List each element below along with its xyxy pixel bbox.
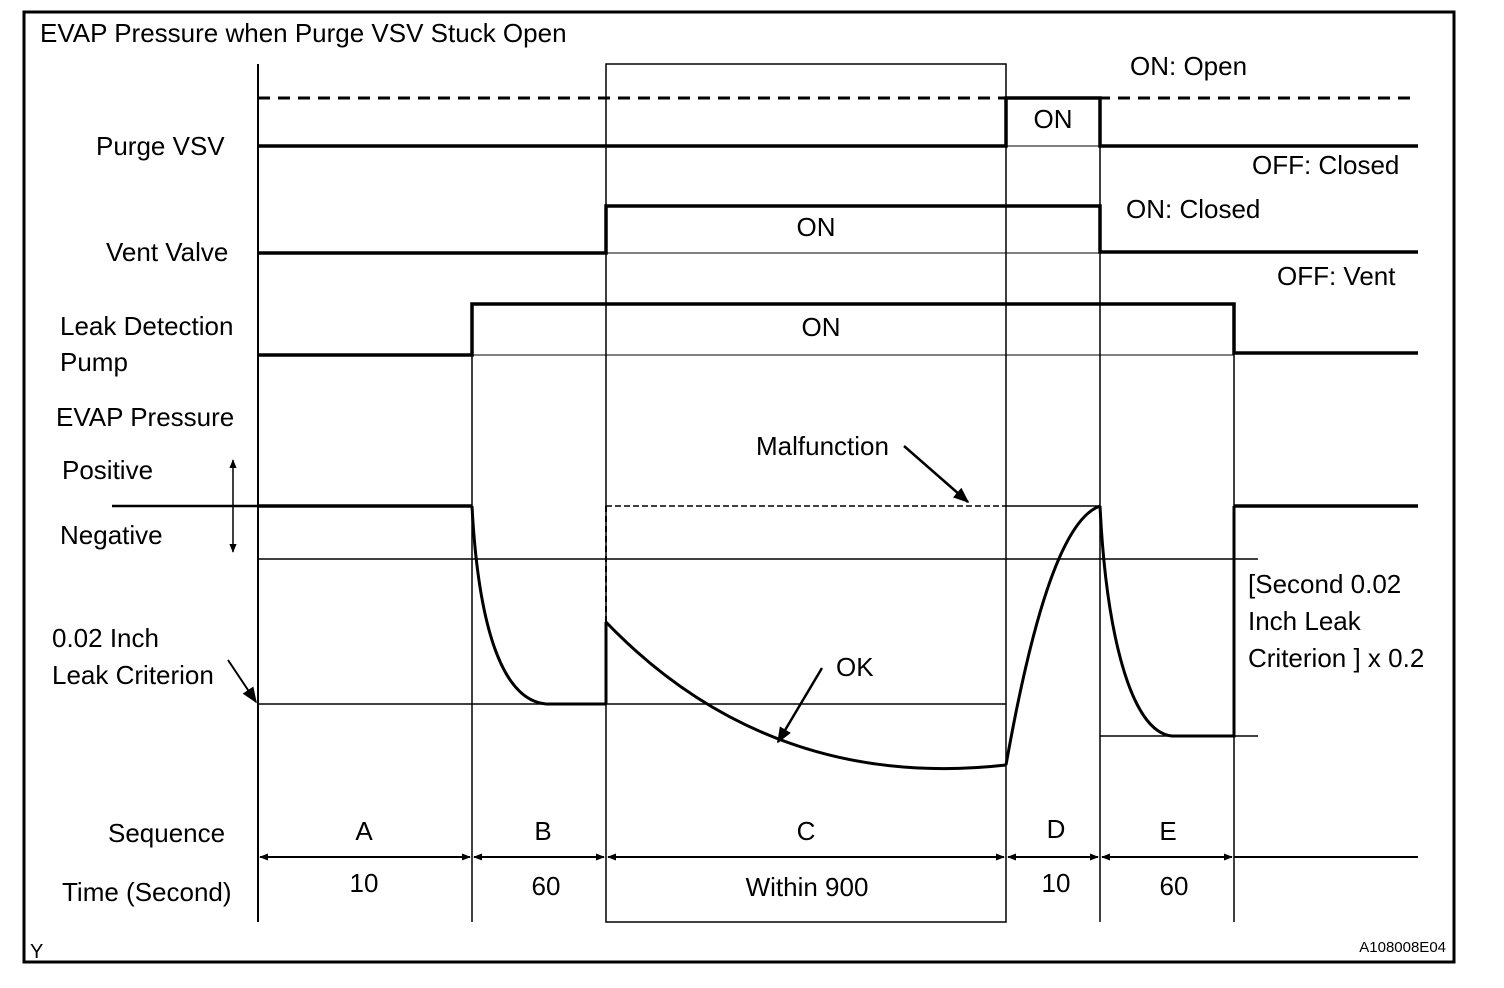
pressure-curve-e <box>1098 505 1236 738</box>
diagram-title: EVAP Pressure when Purge VSV Stuck Open <box>40 18 567 48</box>
time-e-value: 60 <box>1160 871 1189 901</box>
pump-label-line1: Leak Detection <box>60 311 233 341</box>
purge-vsv-label: Purge VSV <box>96 131 225 161</box>
vent-off-state: OFF: Vent <box>1277 261 1396 291</box>
second-criterion-line3: Criterion ] x 0.2 <box>1248 643 1424 673</box>
ok-arrow <box>776 667 824 744</box>
time-label: Time (Second) <box>62 877 232 907</box>
sequence-a-label: A <box>355 816 373 846</box>
purge-vsv-signal <box>258 96 1418 148</box>
criterion-label-line2: Leak Criterion <box>52 660 214 690</box>
period-c-box <box>605 63 1007 923</box>
malfunction-label: Malfunction <box>756 431 889 461</box>
pressure-curve-d <box>1004 504 1101 766</box>
criterion-label-line1: 0.02 Inch <box>52 623 159 653</box>
malfunction-arrow <box>903 445 970 504</box>
purge-off-state: OFF: Closed <box>1252 150 1399 180</box>
positive-label: Positive <box>62 455 153 485</box>
period-boundaries <box>257 64 1235 922</box>
second-criterion-line2: Inch Leak <box>1248 606 1362 636</box>
vent-valve-signal <box>258 204 1418 255</box>
sequence-d-label: D <box>1047 814 1066 844</box>
sequence-e-label: E <box>1159 816 1176 846</box>
evap-pressure-label: EVAP Pressure <box>56 402 234 432</box>
time-c-value: Within 900 <box>746 872 869 902</box>
time-d-value: 10 <box>1042 868 1071 898</box>
pump-signal <box>258 302 1418 357</box>
criterion-arrow <box>227 659 257 704</box>
vent-on-state: ON: Closed <box>1126 194 1260 224</box>
time-a-value: 10 <box>350 868 379 898</box>
pump-pulse-label: ON <box>802 312 841 342</box>
purge-on-state: ON: Open <box>1130 51 1247 81</box>
time-b-value: 60 <box>532 871 561 901</box>
sequence-b-label: B <box>534 816 551 846</box>
sequence-label: Sequence <box>108 818 225 848</box>
negative-label: Negative <box>60 520 163 550</box>
vent-pulse-label: ON <box>797 212 836 242</box>
corner-mark: Y <box>30 941 43 963</box>
sequence-c-label: C <box>797 816 816 846</box>
pressure-curve-c <box>604 620 1007 771</box>
outer-frame <box>22 10 1456 964</box>
pressure-curve-b <box>470 505 606 706</box>
figure-id: A108008E04 <box>1359 939 1446 956</box>
vent-valve-label: Vent Valve <box>106 237 228 267</box>
pump-label-line2: Pump <box>60 347 128 377</box>
ok-label: OK <box>836 652 874 682</box>
purge-pulse-label: ON <box>1034 104 1073 134</box>
second-criterion-line1: [Second 0.02 <box>1248 569 1401 599</box>
